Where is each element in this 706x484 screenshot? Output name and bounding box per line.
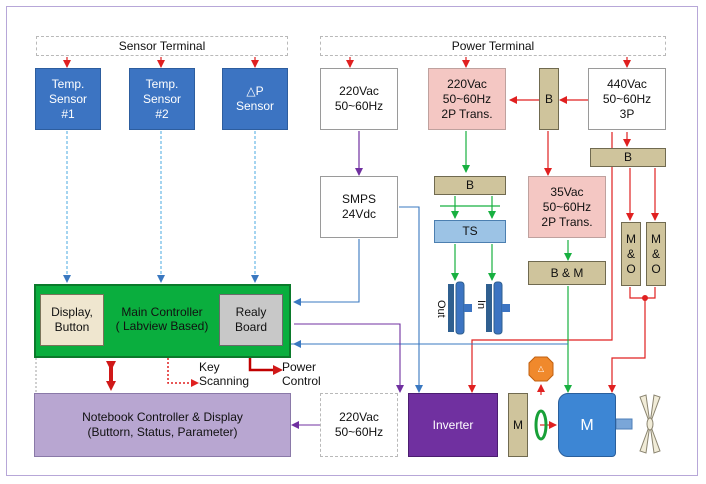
temp-sensor-2: Temp. Sensor #2 xyxy=(129,68,195,130)
ac220-source-label: 220Vac 50~60Hz xyxy=(334,84,384,113)
dp-sensor-label: △P Sensor xyxy=(235,84,275,113)
main-motor: M xyxy=(558,393,616,457)
fan-in-icon xyxy=(486,281,510,335)
display-button-module: Display, Button xyxy=(40,294,104,346)
main-controller-label: Main Controller ( Labview Based) xyxy=(115,305,209,333)
smps: SMPS 24Vdc xyxy=(320,176,398,238)
dp-sensor: △P Sensor xyxy=(222,68,288,130)
relay-board-label: Realy Board xyxy=(234,305,268,334)
sensor-terminal-label: Sensor Terminal xyxy=(118,38,206,53)
fan-out-label: Out xyxy=(435,300,447,318)
transformer-35-label: 35Vac 50~60Hz 2P Trans. xyxy=(541,184,593,229)
sensor-terminal: Sensor Terminal xyxy=(36,36,288,56)
control-signal-lines xyxy=(290,206,568,393)
key-scanning-label: Key Scanning xyxy=(199,360,250,388)
relay-board: Realy Board xyxy=(219,294,283,346)
warning-label: △ xyxy=(537,364,545,373)
power-control-label: Power Control xyxy=(282,360,321,388)
fan-out-icon xyxy=(448,281,472,335)
breaker-magnetic-label: B & M xyxy=(550,265,584,280)
inverter-label: Inverter xyxy=(432,417,474,432)
small-motor-block: M xyxy=(508,393,528,457)
transformer-220-label: 220Vac 50~60Hz 2P Trans. xyxy=(441,76,493,121)
mo-contactor-1-label: M & O xyxy=(626,231,636,276)
notebook-controller-label: Notebook Controller & Display (Buttorn, … xyxy=(82,410,243,439)
mo-contactor-2: M & O xyxy=(646,222,666,286)
inverter: Inverter xyxy=(408,393,498,457)
small-motor-label: M xyxy=(513,417,523,432)
ac220-bottom-source: 220Vac 50~60Hz xyxy=(320,393,398,457)
coupling-ring xyxy=(534,409,548,441)
transformer-35: 35Vac 50~60Hz 2P Trans. xyxy=(528,176,606,238)
ac220-bottom-label: 220Vac 50~60Hz xyxy=(334,410,384,439)
ac440-source: 440Vac 50~60Hz 3P xyxy=(588,68,666,130)
ac440-source-label: 440Vac 50~60Hz 3P xyxy=(602,76,652,121)
terminal-feed-arrows xyxy=(63,57,631,68)
sensor-signal-lines xyxy=(63,131,259,283)
breaker-vertical-label: B xyxy=(544,91,553,106)
breaker-magnetic: B & M xyxy=(528,261,606,285)
temperature-switch: TS xyxy=(434,220,506,243)
transformer-220: 220Vac 50~60Hz 2P Trans. xyxy=(428,68,506,130)
power-lines-red xyxy=(468,96,659,429)
ac220-source: 220Vac 50~60Hz xyxy=(320,68,398,130)
breaker-fan: B xyxy=(434,176,506,195)
power-terminal-label: Power Terminal xyxy=(451,38,535,53)
main-motor-label: M xyxy=(580,416,594,434)
mo-contactor-1: M & O xyxy=(621,222,641,286)
smps-label: SMPS 24Vdc xyxy=(341,192,377,221)
motor-fan-icon xyxy=(639,394,661,454)
notebook-controller: Notebook Controller & Display (Buttorn, … xyxy=(34,393,291,457)
breaker-main-label: B xyxy=(623,150,632,164)
temp-sensor-1-label: Temp. Sensor #1 xyxy=(48,76,88,121)
relay-lines xyxy=(291,323,404,429)
power-control-arrow xyxy=(248,358,283,375)
motor-shaft xyxy=(615,418,633,430)
temp-sensor-1: Temp. Sensor #1 xyxy=(35,68,101,130)
power-lines-green xyxy=(440,131,572,393)
display-button-label: Display, Button xyxy=(51,305,93,334)
power-terminal: Power Terminal xyxy=(320,36,666,56)
fan-in-label: In xyxy=(475,300,487,310)
key-scanning-arrow xyxy=(167,358,199,387)
warning-octagon xyxy=(528,356,554,382)
breaker-main: B xyxy=(590,148,666,167)
temp-sensor-2-label: Temp. Sensor #2 xyxy=(142,76,182,121)
diagram-frame xyxy=(6,6,698,476)
breaker-vertical: B xyxy=(539,68,559,130)
breaker-fan-label: B xyxy=(465,178,474,192)
mo-contactor-2-label: M & O xyxy=(651,231,661,276)
temperature-switch-label: TS xyxy=(462,224,478,238)
